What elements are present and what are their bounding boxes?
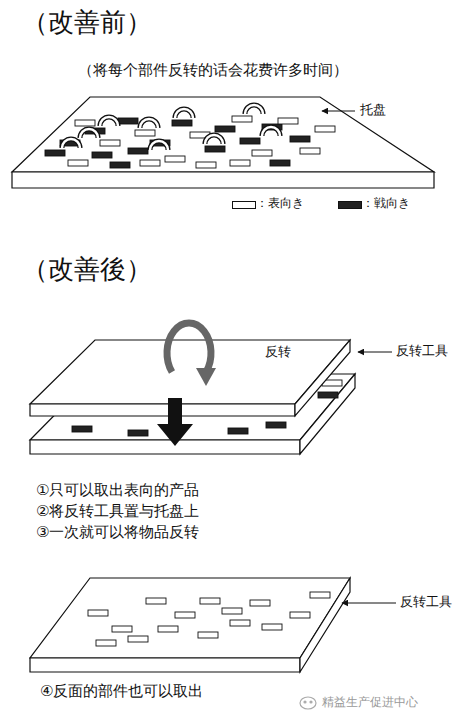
part — [72, 426, 92, 432]
part-name: 托盘 — [360, 103, 386, 118]
part — [262, 624, 282, 630]
part — [290, 136, 310, 142]
part — [172, 120, 192, 126]
flip-arc — [62, 139, 80, 148]
flip-arc — [100, 117, 118, 126]
flip-arc — [262, 127, 280, 136]
part — [205, 146, 225, 152]
part — [158, 626, 178, 632]
part — [112, 626, 132, 632]
rotation-arrow — [167, 323, 211, 372]
legend-text: ：表向き — [256, 197, 304, 211]
flip-tool-plate: 反转 — [30, 340, 355, 417]
part — [128, 148, 148, 154]
part — [215, 126, 235, 132]
part — [278, 118, 298, 124]
part — [230, 620, 250, 626]
part — [135, 130, 155, 136]
flip-arc — [245, 105, 263, 114]
flip-arc — [150, 141, 168, 150]
flip-arc — [80, 129, 98, 138]
part — [232, 116, 252, 122]
part — [196, 162, 216, 168]
flip-tool-plate — [30, 578, 350, 672]
watermark: 精益生产促进中心 — [322, 696, 418, 710]
flip-arc — [140, 119, 158, 128]
flip-arc — [80, 129, 98, 138]
part — [270, 160, 290, 166]
part — [200, 598, 220, 604]
part — [266, 422, 286, 428]
part — [68, 160, 88, 166]
plate-face — [30, 340, 350, 404]
part — [92, 152, 112, 158]
part — [222, 608, 242, 614]
part — [240, 138, 260, 144]
part — [230, 160, 250, 166]
part — [75, 120, 95, 126]
leader-line — [342, 603, 396, 604]
plate-face — [30, 404, 295, 416]
part-name: 反转工具 — [396, 344, 448, 359]
part — [175, 612, 195, 618]
part — [128, 636, 148, 642]
step-text: ③一次就可以将物品反转 — [36, 524, 199, 541]
flip-arc — [140, 119, 158, 128]
part — [315, 126, 335, 132]
part — [250, 600, 270, 606]
part-name: 反转工具 — [400, 595, 452, 610]
note: （将每个部件反转的话会花费许多时间） — [78, 62, 348, 79]
leader-line — [358, 352, 392, 353]
legend-swatch — [338, 201, 362, 209]
part — [165, 156, 185, 162]
part — [146, 598, 166, 604]
part — [198, 632, 218, 638]
step-text: ①只可以取出表向的产品 — [36, 482, 199, 499]
flip-arc — [205, 135, 223, 144]
part — [118, 118, 138, 124]
legend-swatch — [232, 201, 256, 209]
part — [310, 592, 330, 598]
flip-arc — [150, 141, 168, 150]
plate-label: 反转 — [265, 345, 291, 360]
part — [96, 640, 116, 646]
part — [252, 150, 272, 156]
leader-line — [322, 111, 355, 112]
plate-face — [295, 340, 350, 416]
part — [290, 612, 310, 618]
flip-arc — [205, 135, 223, 144]
plate-outline — [30, 340, 355, 417]
part — [100, 140, 120, 146]
watermark-icon — [300, 697, 316, 709]
flip-arc — [175, 109, 193, 118]
flip-arc — [62, 139, 80, 148]
part — [128, 430, 148, 436]
part — [45, 150, 65, 156]
flip-arc — [245, 105, 263, 114]
down-arrow — [168, 398, 182, 424]
flip-arc — [100, 117, 118, 126]
down-arrowhead — [157, 424, 193, 446]
rotation-arrowhead — [196, 368, 216, 386]
part — [228, 428, 248, 434]
legend-text: ：戦向き — [362, 197, 410, 211]
step-text: ④反面的部件也可以取出 — [40, 683, 203, 700]
part — [300, 148, 320, 154]
part — [88, 610, 108, 616]
tray — [12, 97, 434, 188]
part — [140, 160, 160, 166]
flip-arc — [262, 127, 280, 136]
part — [318, 392, 338, 398]
part — [110, 162, 130, 168]
flip-arc — [175, 109, 193, 118]
tray-parts — [45, 105, 335, 168]
section-heading: （改善前） — [22, 8, 152, 38]
bottom-parts — [88, 592, 330, 646]
section-heading: （改善後） — [22, 255, 152, 285]
step-text: ②将反转工具置与托盘上 — [36, 503, 199, 520]
